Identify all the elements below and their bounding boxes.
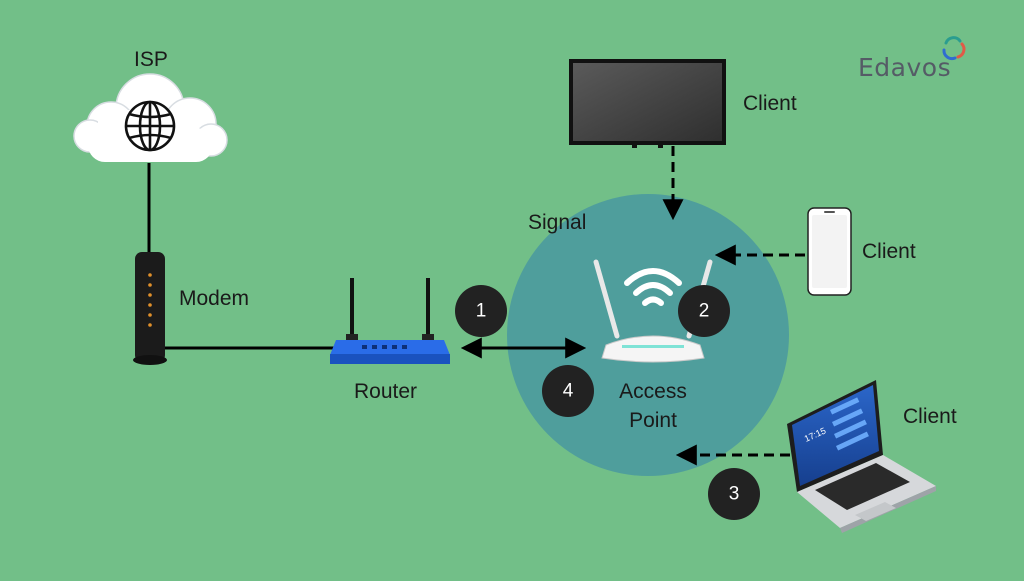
laptop-icon: 17:15 [787,380,936,533]
modem-label: Modem [179,287,250,310]
brand-name: Edavos [858,53,952,82]
router-label: Router [354,380,418,403]
client-laptop-label: Client [903,405,957,428]
router-icon [330,278,450,364]
cloud-globe-icon [73,73,228,162]
wifi-icon [624,268,682,306]
modem-icon [133,252,167,365]
client-phone-label: Client [862,240,916,263]
step-number-2: 2 [699,301,710,322]
signal-area [507,194,789,476]
access-point-label-line2: Point [629,409,677,432]
isp-label: ISP [134,48,168,71]
step-badge-3: 3 [708,468,760,520]
signal-label: Signal [528,211,587,234]
access-point-label-line1: Access [619,380,687,403]
step-badge-4: 4 [542,365,594,417]
step-number-4: 4 [563,381,574,402]
step-badge-1: 1 [455,285,507,337]
step-number-1: 1 [476,301,487,322]
tv-icon [569,59,726,148]
client-tv-label: Client [743,92,797,115]
brand-swirl-icon [942,36,966,61]
step-badge-2: 2 [678,285,730,337]
smartphone-icon [807,207,852,296]
step-number-3: 3 [729,484,740,505]
